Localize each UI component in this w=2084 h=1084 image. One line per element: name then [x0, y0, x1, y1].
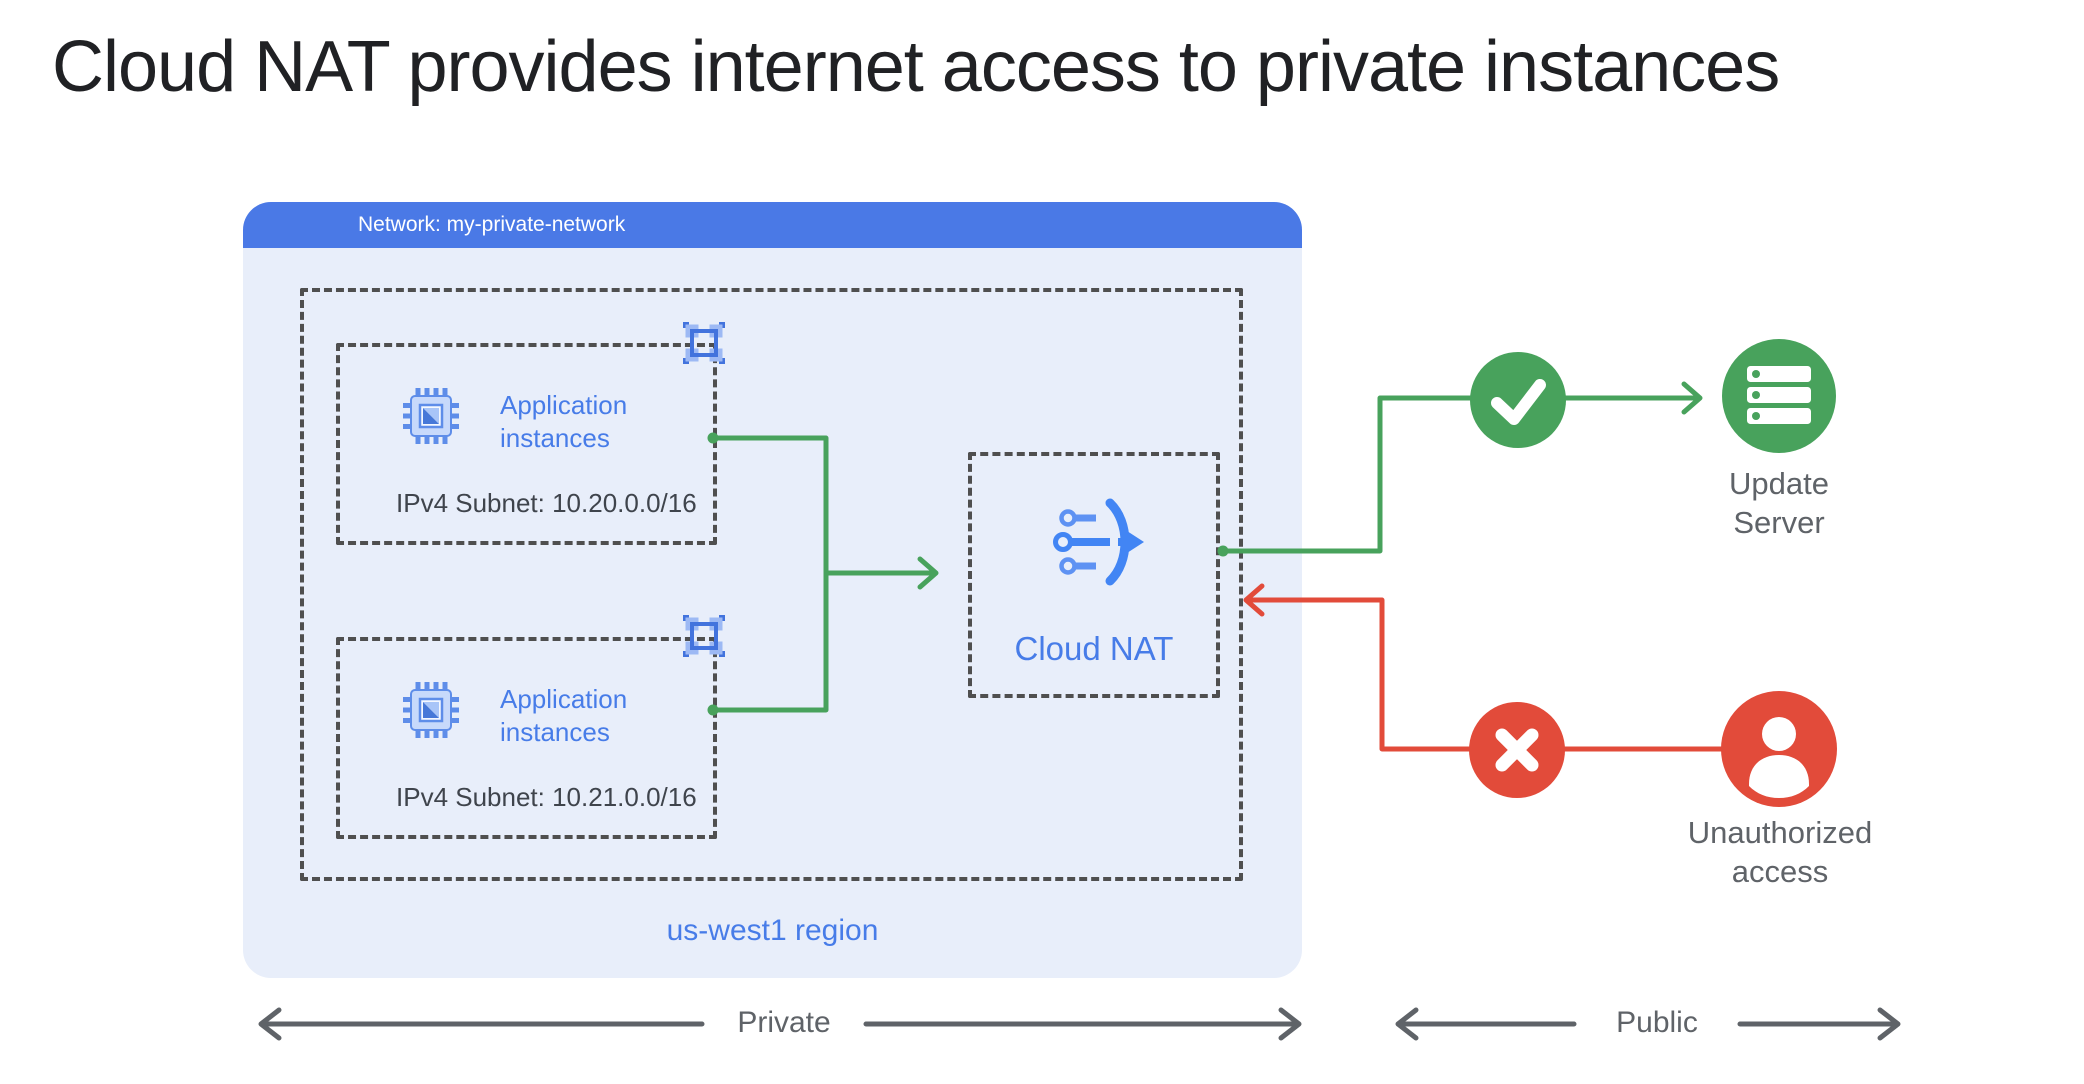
region-label: us-west1 region: [666, 914, 879, 947]
cloud-nat-label: Cloud NAT: [1014, 630, 1174, 667]
app-instances-label: Application instances: [500, 683, 627, 749]
cpu-chip-icon: [403, 682, 459, 738]
page-title: Cloud NAT provides internet access to pr…: [52, 27, 1780, 107]
unauthorized-label: Unauthorized access: [1605, 813, 1955, 891]
unauthorized-line1: Unauthorized: [1687, 815, 1873, 850]
network-header-bar: Network: my-private-network: [243, 202, 1302, 248]
app-instances-line1: Application: [500, 390, 628, 420]
green-connector-dot: [707, 432, 719, 444]
update-server-line1: Update: [1729, 466, 1829, 501]
person-icon: [1749, 717, 1809, 798]
green-subnet-to-nat-connector: [709, 435, 939, 713]
public-axis-label: Public: [1616, 1006, 1698, 1039]
region-dashed-box: [300, 288, 1243, 881]
allowed-check-badge: [1470, 352, 1566, 448]
update-server-node: [1722, 339, 1836, 453]
private-axis-arrow: [258, 1007, 1302, 1041]
cpu-chip-icon: [403, 388, 459, 444]
check-icon: [1491, 379, 1546, 425]
unauthorized-user-node: [1721, 691, 1837, 807]
app-instances-label: Application instances: [500, 389, 627, 455]
update-server-label: Update Server: [1629, 464, 1929, 542]
cloud-nat-box: Cloud NAT: [968, 452, 1220, 698]
server-stack-icon: [1747, 366, 1811, 424]
network-header-label: Network: my-private-network: [358, 213, 626, 236]
subnet-box-2: Application instances IPv4 Subnet: 10.21…: [336, 637, 717, 839]
green-connector-dot: [1217, 545, 1229, 557]
subnet-box-1: Application instances IPv4 Subnet: 10.20…: [336, 343, 717, 545]
subnet-icon: [683, 615, 725, 657]
update-server-line2: Server: [1733, 505, 1825, 540]
unauthorized-line2: access: [1731, 854, 1829, 889]
blocked-x-badge: [1469, 702, 1565, 798]
cloud-nat-icon: [1053, 498, 1144, 586]
public-axis-arrow: [1395, 1007, 1901, 1041]
subnet-icon: [683, 322, 725, 364]
app-instances-line1: Application: [500, 684, 628, 714]
green-connector-dot: [707, 704, 719, 716]
app-instances-line2: instances: [500, 717, 610, 747]
network-container: Network: my-private-network Application …: [243, 202, 1302, 978]
x-icon: [1495, 728, 1539, 772]
private-axis-label: Private: [737, 1006, 831, 1039]
subnet-cidr-label: IPv4 Subnet: 10.21.0.0/16: [396, 782, 697, 812]
subnet-cidr-label: IPv4 Subnet: 10.20.0.0/16: [396, 488, 697, 518]
app-instances-line2: instances: [500, 423, 610, 453]
